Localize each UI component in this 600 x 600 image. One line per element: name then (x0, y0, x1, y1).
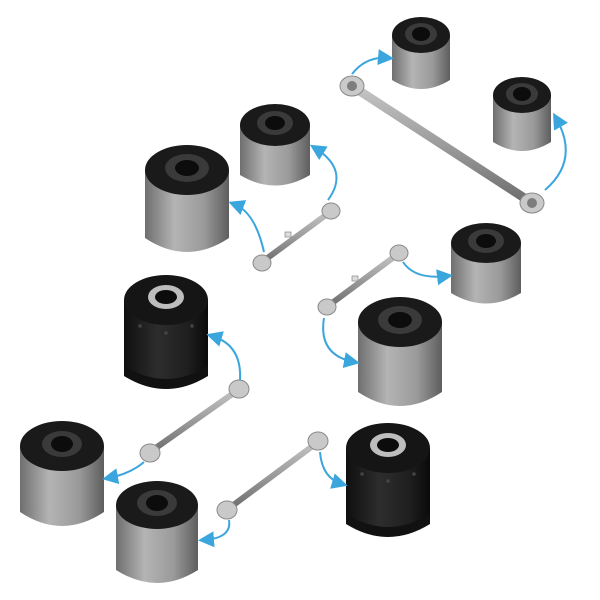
short-link-arm-middle-right (317, 244, 409, 316)
long-control-arm (339, 75, 545, 214)
arrow-icon (198, 451, 348, 548)
bushing-lower-left-rubber (124, 275, 208, 389)
bushing-lower-left-shell (20, 421, 104, 526)
short-link-arm-upper-left (252, 202, 341, 272)
arrow-icon (351, 49, 568, 191)
bushing-upper-left-large (145, 145, 229, 252)
bushing-middle-right-large (358, 297, 442, 406)
bushing-upper-left-small (240, 104, 310, 186)
bushing-middle-right-small (451, 223, 521, 304)
short-link-arm-lower-left (139, 379, 250, 463)
arrow-icon (102, 331, 242, 485)
bushing-top-right-b (493, 77, 551, 151)
bushing-bottom-rubber (346, 423, 430, 537)
arrow-icon (322, 261, 453, 368)
short-link-arm-bottom (216, 431, 329, 520)
bushing-bottom-shell (116, 481, 198, 583)
arrow-icon (228, 144, 338, 253)
bushing-top-right-a (392, 17, 450, 89)
